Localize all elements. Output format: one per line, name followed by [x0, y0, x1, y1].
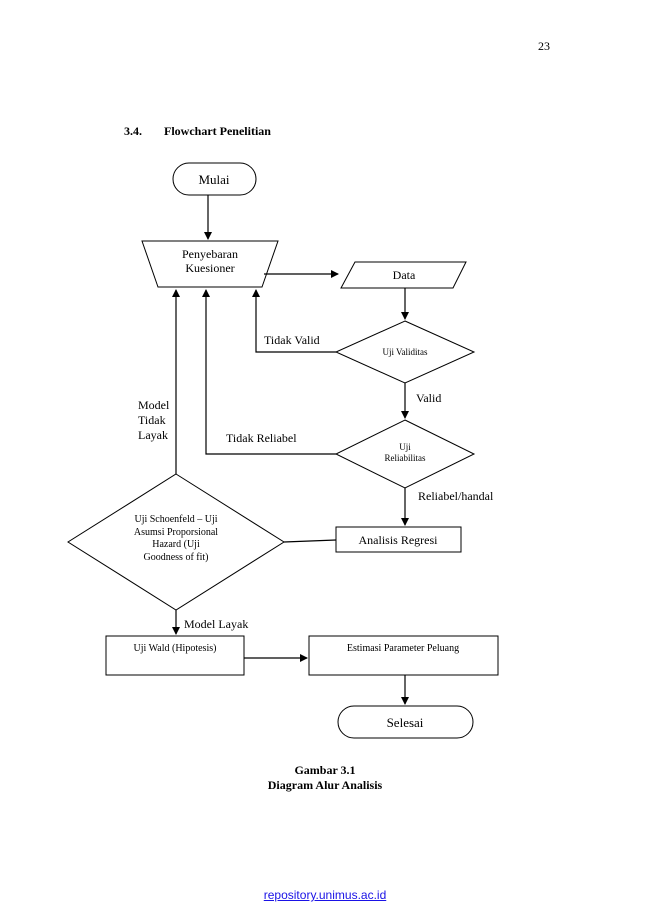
page-number: 23: [538, 39, 550, 53]
data-parallelogram: [340, 261, 467, 289]
end-terminator: [337, 705, 474, 739]
schoenfeld-label-4: Goodness of fit): [144, 552, 209, 563]
figure-caption-number: Gambar 3.1: [294, 763, 356, 777]
validity-label: Uji Validitas: [382, 347, 428, 357]
schoenfeld-label-2: Asumsi Proporsional: [134, 527, 218, 538]
model-unfit-label-3: Layak: [138, 428, 168, 442]
figure-caption-title: Diagram Alur Analisis: [267, 778, 383, 792]
wald-label: Uji Wald (Hipotesis): [134, 643, 217, 654]
reliability-label-1: Uji: [399, 442, 411, 452]
distribution-process: [141, 240, 279, 288]
reliable-label: Reliabel/handal: [418, 489, 494, 503]
start-label: Mulai: [198, 172, 229, 187]
estimation-box: [308, 635, 499, 676]
schoenfeld-label-1: Uji Schoenfeld – Uji: [134, 514, 217, 525]
unreliable-label: Tidak Reliabel: [226, 431, 297, 445]
start-terminator: [172, 162, 257, 196]
distribution-label-1: Penyebaran: [182, 247, 238, 261]
section-title: Flowchart Penelitian: [164, 124, 271, 138]
wald-box: [105, 635, 245, 676]
end-label: Selesai: [387, 715, 424, 730]
schoenfeld-label-3: Hazard (Uji: [152, 539, 200, 550]
repository-link[interactable]: repository.unimus.ac.id: [263, 888, 387, 902]
invalid-label: Tidak Valid: [264, 333, 320, 347]
model-fit-label: Model Layak: [184, 617, 248, 631]
distribution-label-2: Kuesioner: [185, 261, 234, 275]
arrow-invalid-loop: [252, 289, 336, 353]
arrow-unreliable-loop: [202, 289, 336, 455]
reliability-label-2: Reliabilitas: [385, 453, 426, 463]
valid-label: Valid: [416, 391, 441, 405]
data-label: Data: [393, 268, 416, 282]
estimation-label: Estimasi Parameter Peluang: [347, 643, 459, 654]
regression-label: Analisis Regresi: [359, 533, 439, 547]
model-unfit-label-1: Model: [138, 398, 170, 412]
regression-box: [335, 526, 462, 553]
section-number: 3.4.: [124, 124, 142, 138]
line-regression-to-schoenfeld: [283, 539, 337, 543]
model-unfit-label-2: Tidak: [138, 413, 166, 427]
